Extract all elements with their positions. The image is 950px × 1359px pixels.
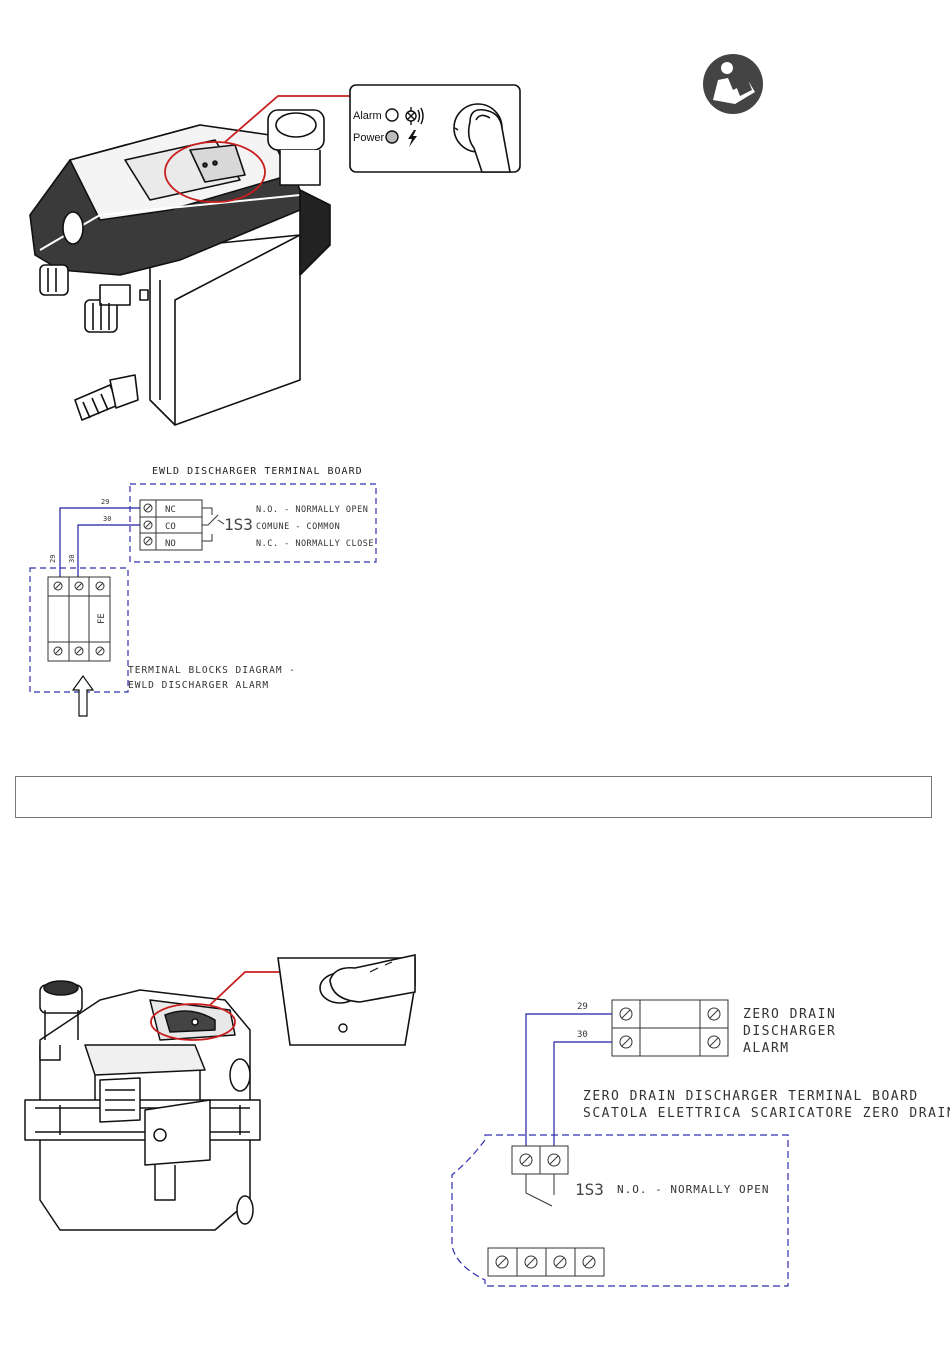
zd-wires (525, 1013, 612, 1146)
zero-drain-wiring-diagram: ZERO DRAIN DISCHARGER ALARM 29 30 ZERO D… (451, 999, 950, 1287)
terminal-co: CO (165, 522, 176, 532)
ewd-wire-29: 29 (101, 498, 109, 506)
ewd-device-illustration (29, 109, 331, 426)
ewd-blocks-caption-2: EWLD DISCHARGER ALARM (128, 680, 269, 691)
zd-wire-29: 29 (577, 1002, 588, 1012)
alarm-bell-icon (405, 107, 424, 125)
zd-alarm-label-1: ZERO DRAIN (743, 1007, 836, 1022)
zd-bottom-terminal-blocks (487, 1247, 605, 1277)
zd-relay-code: 1S3 (575, 1180, 604, 1199)
lightning-icon (408, 130, 417, 147)
finger-press-icon (453, 103, 511, 173)
ewd-board-box (129, 483, 377, 563)
zd-relay-symbol (525, 1174, 555, 1207)
ewd-screw-icons (143, 503, 153, 546)
zd-wire-30: 30 (577, 1030, 588, 1040)
zd-alarm-label-3: ALARM (743, 1041, 790, 1056)
ewd-terminal-table (139, 499, 203, 551)
zd-board-title-it: SCATOLA ELETTRICA SCARICATORE ZERO DRAIN (583, 1106, 950, 1121)
power-label: Power (353, 132, 385, 144)
zero-drain-device-illustration (24, 980, 261, 1231)
ewd-desc-common: COMUNE - COMMON (256, 522, 340, 532)
ewd-board-title: EWLD DISCHARGER TERMINAL BOARD (152, 466, 363, 477)
ewd-desc-nc: N.C. - NORMALLY CLOSE (256, 539, 374, 549)
alarm-label: Alarm (353, 110, 382, 122)
up-arrow-icon (71, 674, 95, 717)
zd-board-box (451, 1134, 789, 1287)
alarm-power-panel: Alarm Power (349, 84, 521, 173)
ewd-wire-29-vertical: 29 (49, 555, 57, 563)
ewd-wire-30-vertical: 30 (68, 555, 76, 563)
alarm-led-icon (385, 108, 399, 122)
zero-drain-led-icon (338, 1023, 348, 1033)
ewd-wires (59, 507, 140, 577)
ewd-blocks-caption-1: TERMINAL BLOCKS DIAGRAM - (128, 665, 296, 676)
ewd-desc-no: N.O. - NORMALLY OPEN (256, 505, 368, 515)
zd-relay-terminals (511, 1145, 569, 1175)
zero-drain-button-panel (277, 954, 416, 1046)
ewd-relay-code: 1S3 (224, 515, 253, 534)
zd-alarm-terminal-table (611, 999, 729, 1057)
read-manual-icon (703, 54, 763, 114)
ewd-wire-30: 30 (103, 515, 111, 523)
zd-bottom-screw-icons (495, 1255, 596, 1269)
callout-leader-bottom (150, 971, 280, 1041)
zd-relay-desc: N.O. - NORMALLY OPEN (617, 1183, 769, 1196)
zd-board-title-en: ZERO DRAIN DISCHARGER TERMINAL BOARD (583, 1089, 919, 1104)
ewd-relay-symbol (202, 507, 225, 542)
callout-leader-top (164, 95, 350, 203)
terminal-no: NO (165, 539, 176, 549)
ewd-fe-label: FE (97, 613, 107, 624)
ewd-wiring-diagram: EWLD DISCHARGER TERMINAL BOARD NC CO NO … (29, 466, 377, 717)
zd-alarm-screw-icons (619, 1007, 721, 1049)
ewd-block-screw-icons (53, 581, 105, 656)
terminal-nc: NC (165, 505, 176, 515)
section-divider-box (15, 776, 932, 818)
zd-relay-screw-icons (519, 1153, 561, 1167)
power-led-icon (385, 130, 399, 144)
finger-press-icon-bottom (329, 954, 416, 1003)
zd-alarm-label-2: DISCHARGER (743, 1024, 836, 1039)
